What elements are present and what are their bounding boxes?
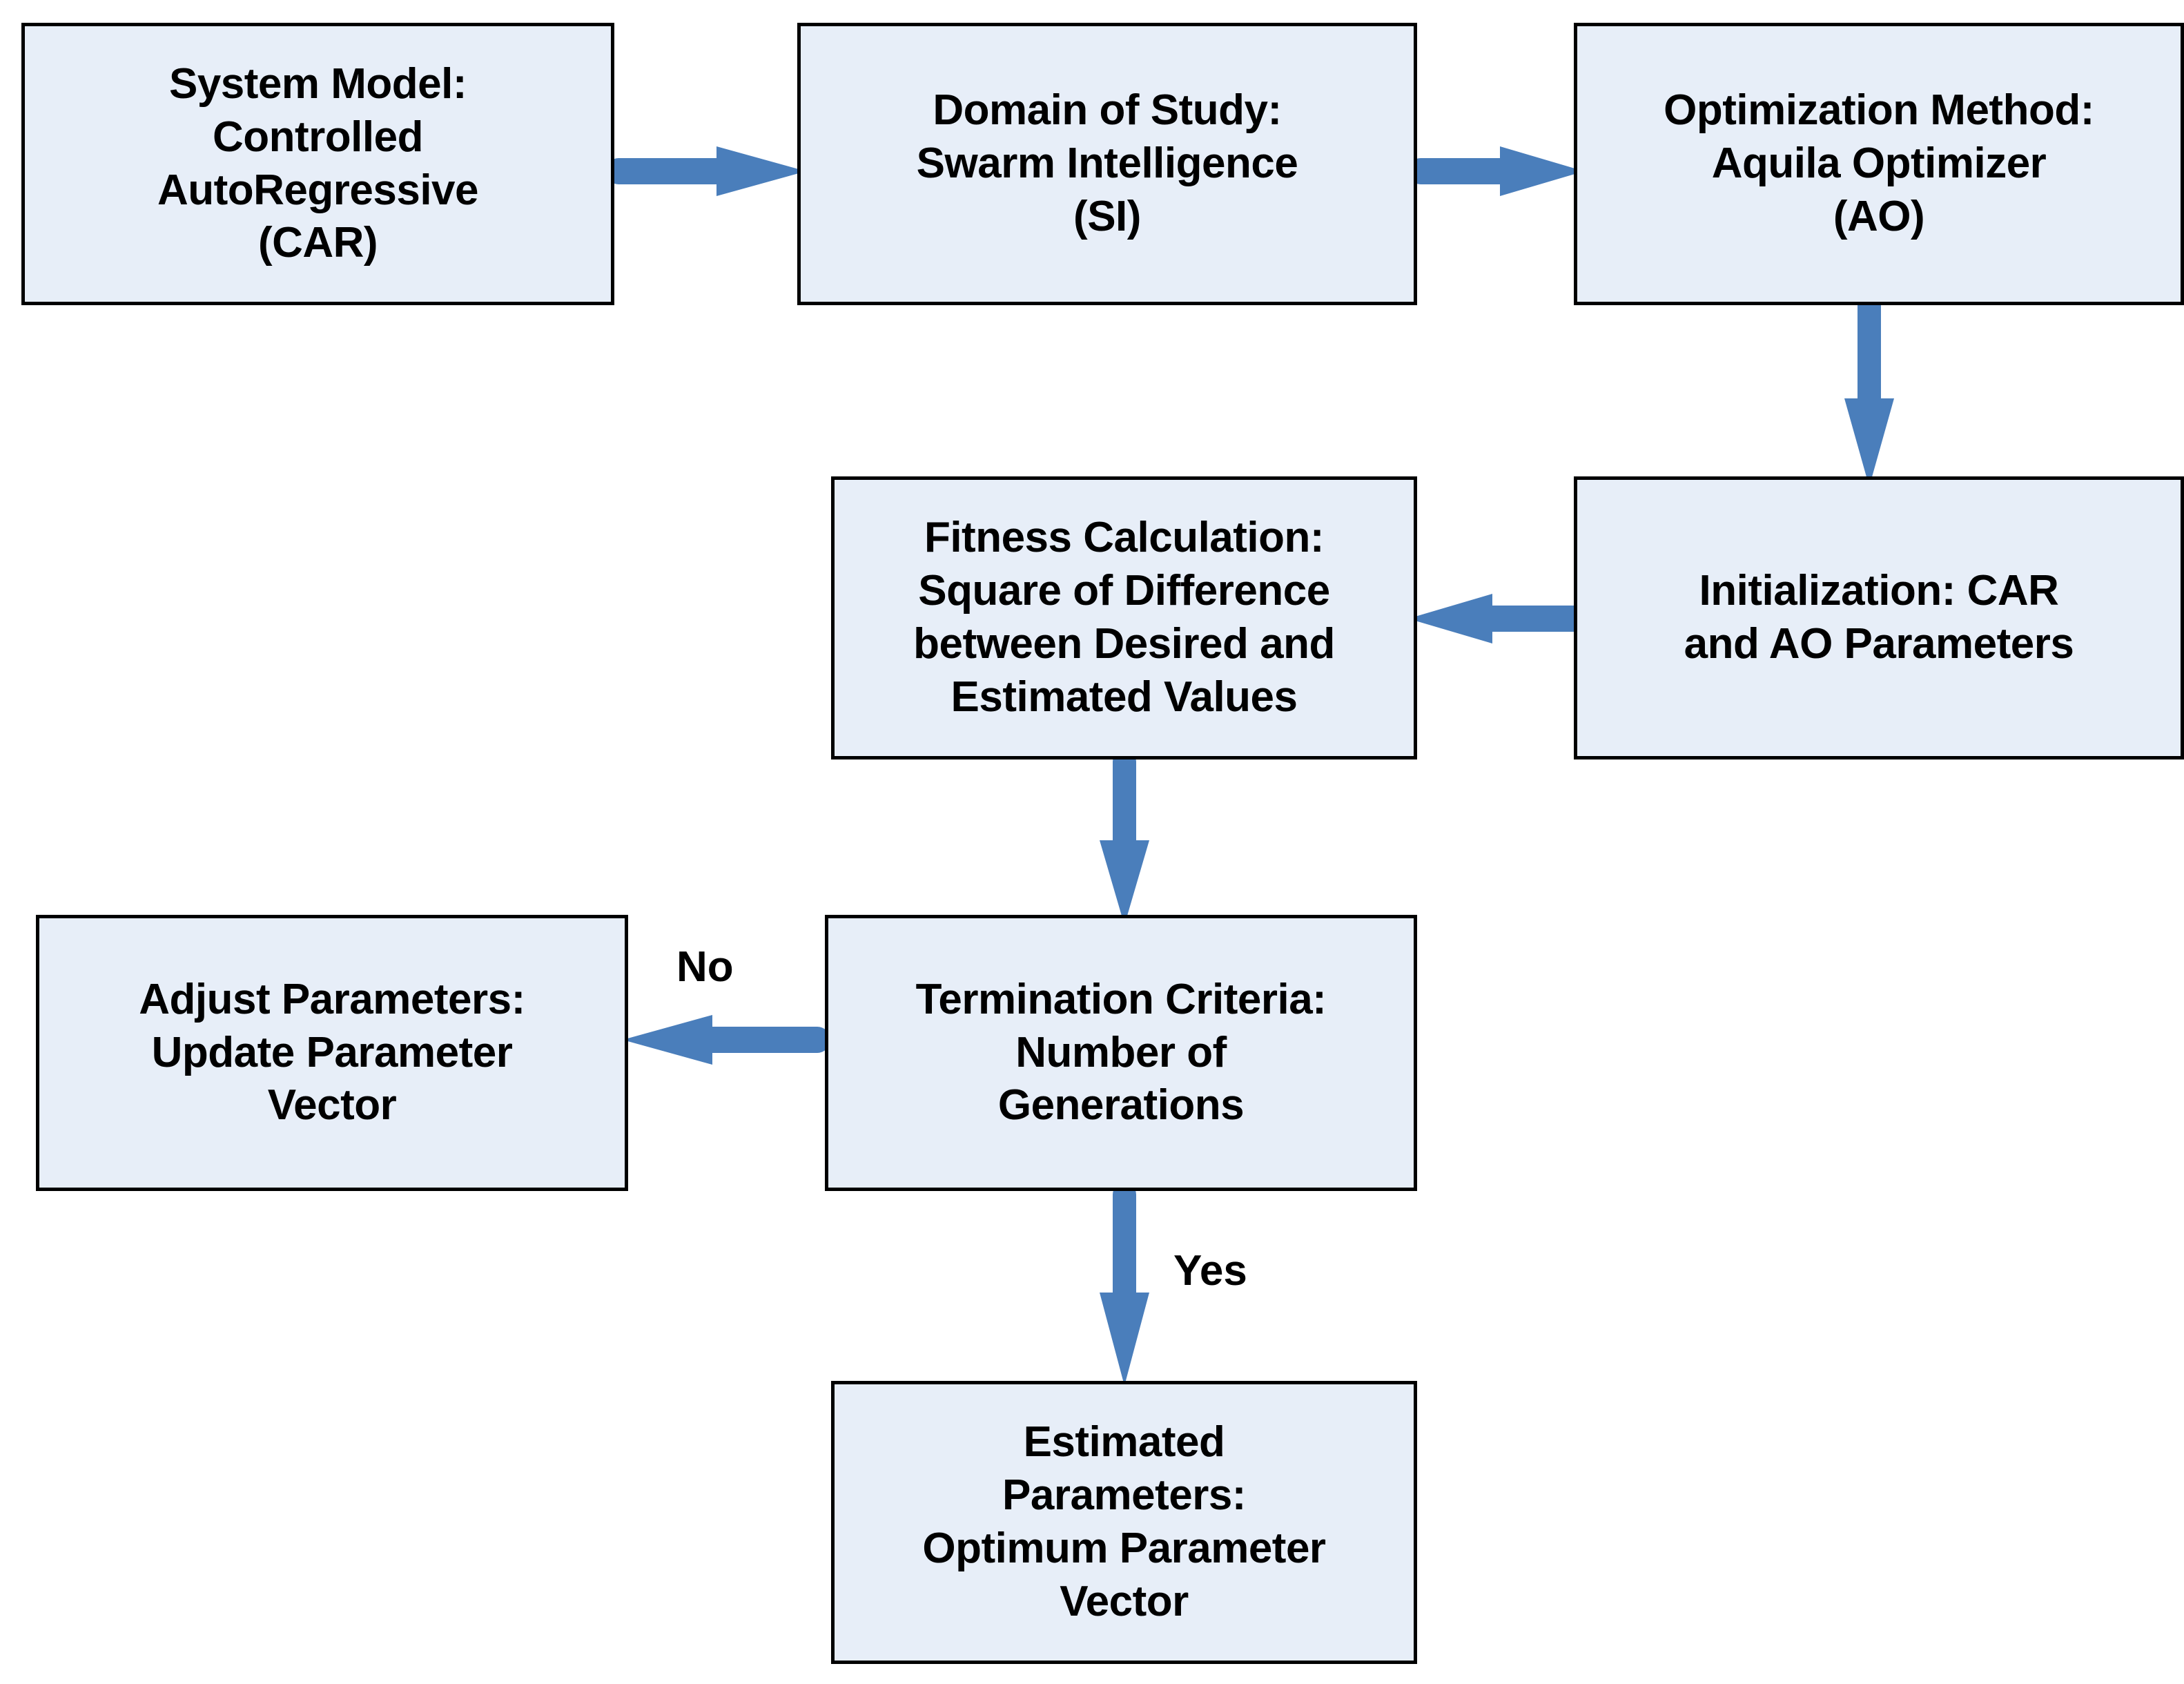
node-termination-criteria[interactable]: Termination Criteria: Number of Generati… bbox=[825, 915, 1417, 1191]
node-system-model[interactable]: System Model: Controlled AutoRegressive … bbox=[21, 23, 614, 305]
arrow-fitness-calculation-to-termination-criteria bbox=[1100, 749, 1149, 925]
node-optimization-method[interactable]: Optimization Method: Aquila Optimizer (A… bbox=[1574, 23, 2184, 305]
node-estimated-parameters[interactable]: Estimated Parameters: Optimum Parameter … bbox=[831, 1381, 1417, 1664]
arrow-optimization-method-to-initialization bbox=[1844, 293, 1894, 487]
arrow-initialization-to-fitness-calculation bbox=[1408, 594, 1588, 643]
arrow-termination-criteria-to-estimated-parameters bbox=[1100, 1182, 1149, 1386]
node-initialization[interactable]: Initialization: CAR and AO Parameters bbox=[1574, 476, 2184, 759]
arrow-system-model-to-domain-of-study bbox=[605, 146, 806, 196]
edge-label-no: No bbox=[676, 943, 734, 991]
arrow-termination-criteria-to-adjust-parameters bbox=[623, 1015, 830, 1065]
arrow-domain-of-study-to-optimization-method bbox=[1407, 146, 1584, 196]
node-domain-of-study[interactable]: Domain of Study: Swarm Intelligence (SI) bbox=[797, 23, 1417, 305]
node-adjust-parameters[interactable]: Adjust Parameters: Update Parameter Vect… bbox=[36, 915, 628, 1191]
edge-label-yes: Yes bbox=[1173, 1247, 1247, 1295]
node-fitness-calculation[interactable]: Fitness Calculation: Square of Differenc… bbox=[831, 476, 1417, 759]
